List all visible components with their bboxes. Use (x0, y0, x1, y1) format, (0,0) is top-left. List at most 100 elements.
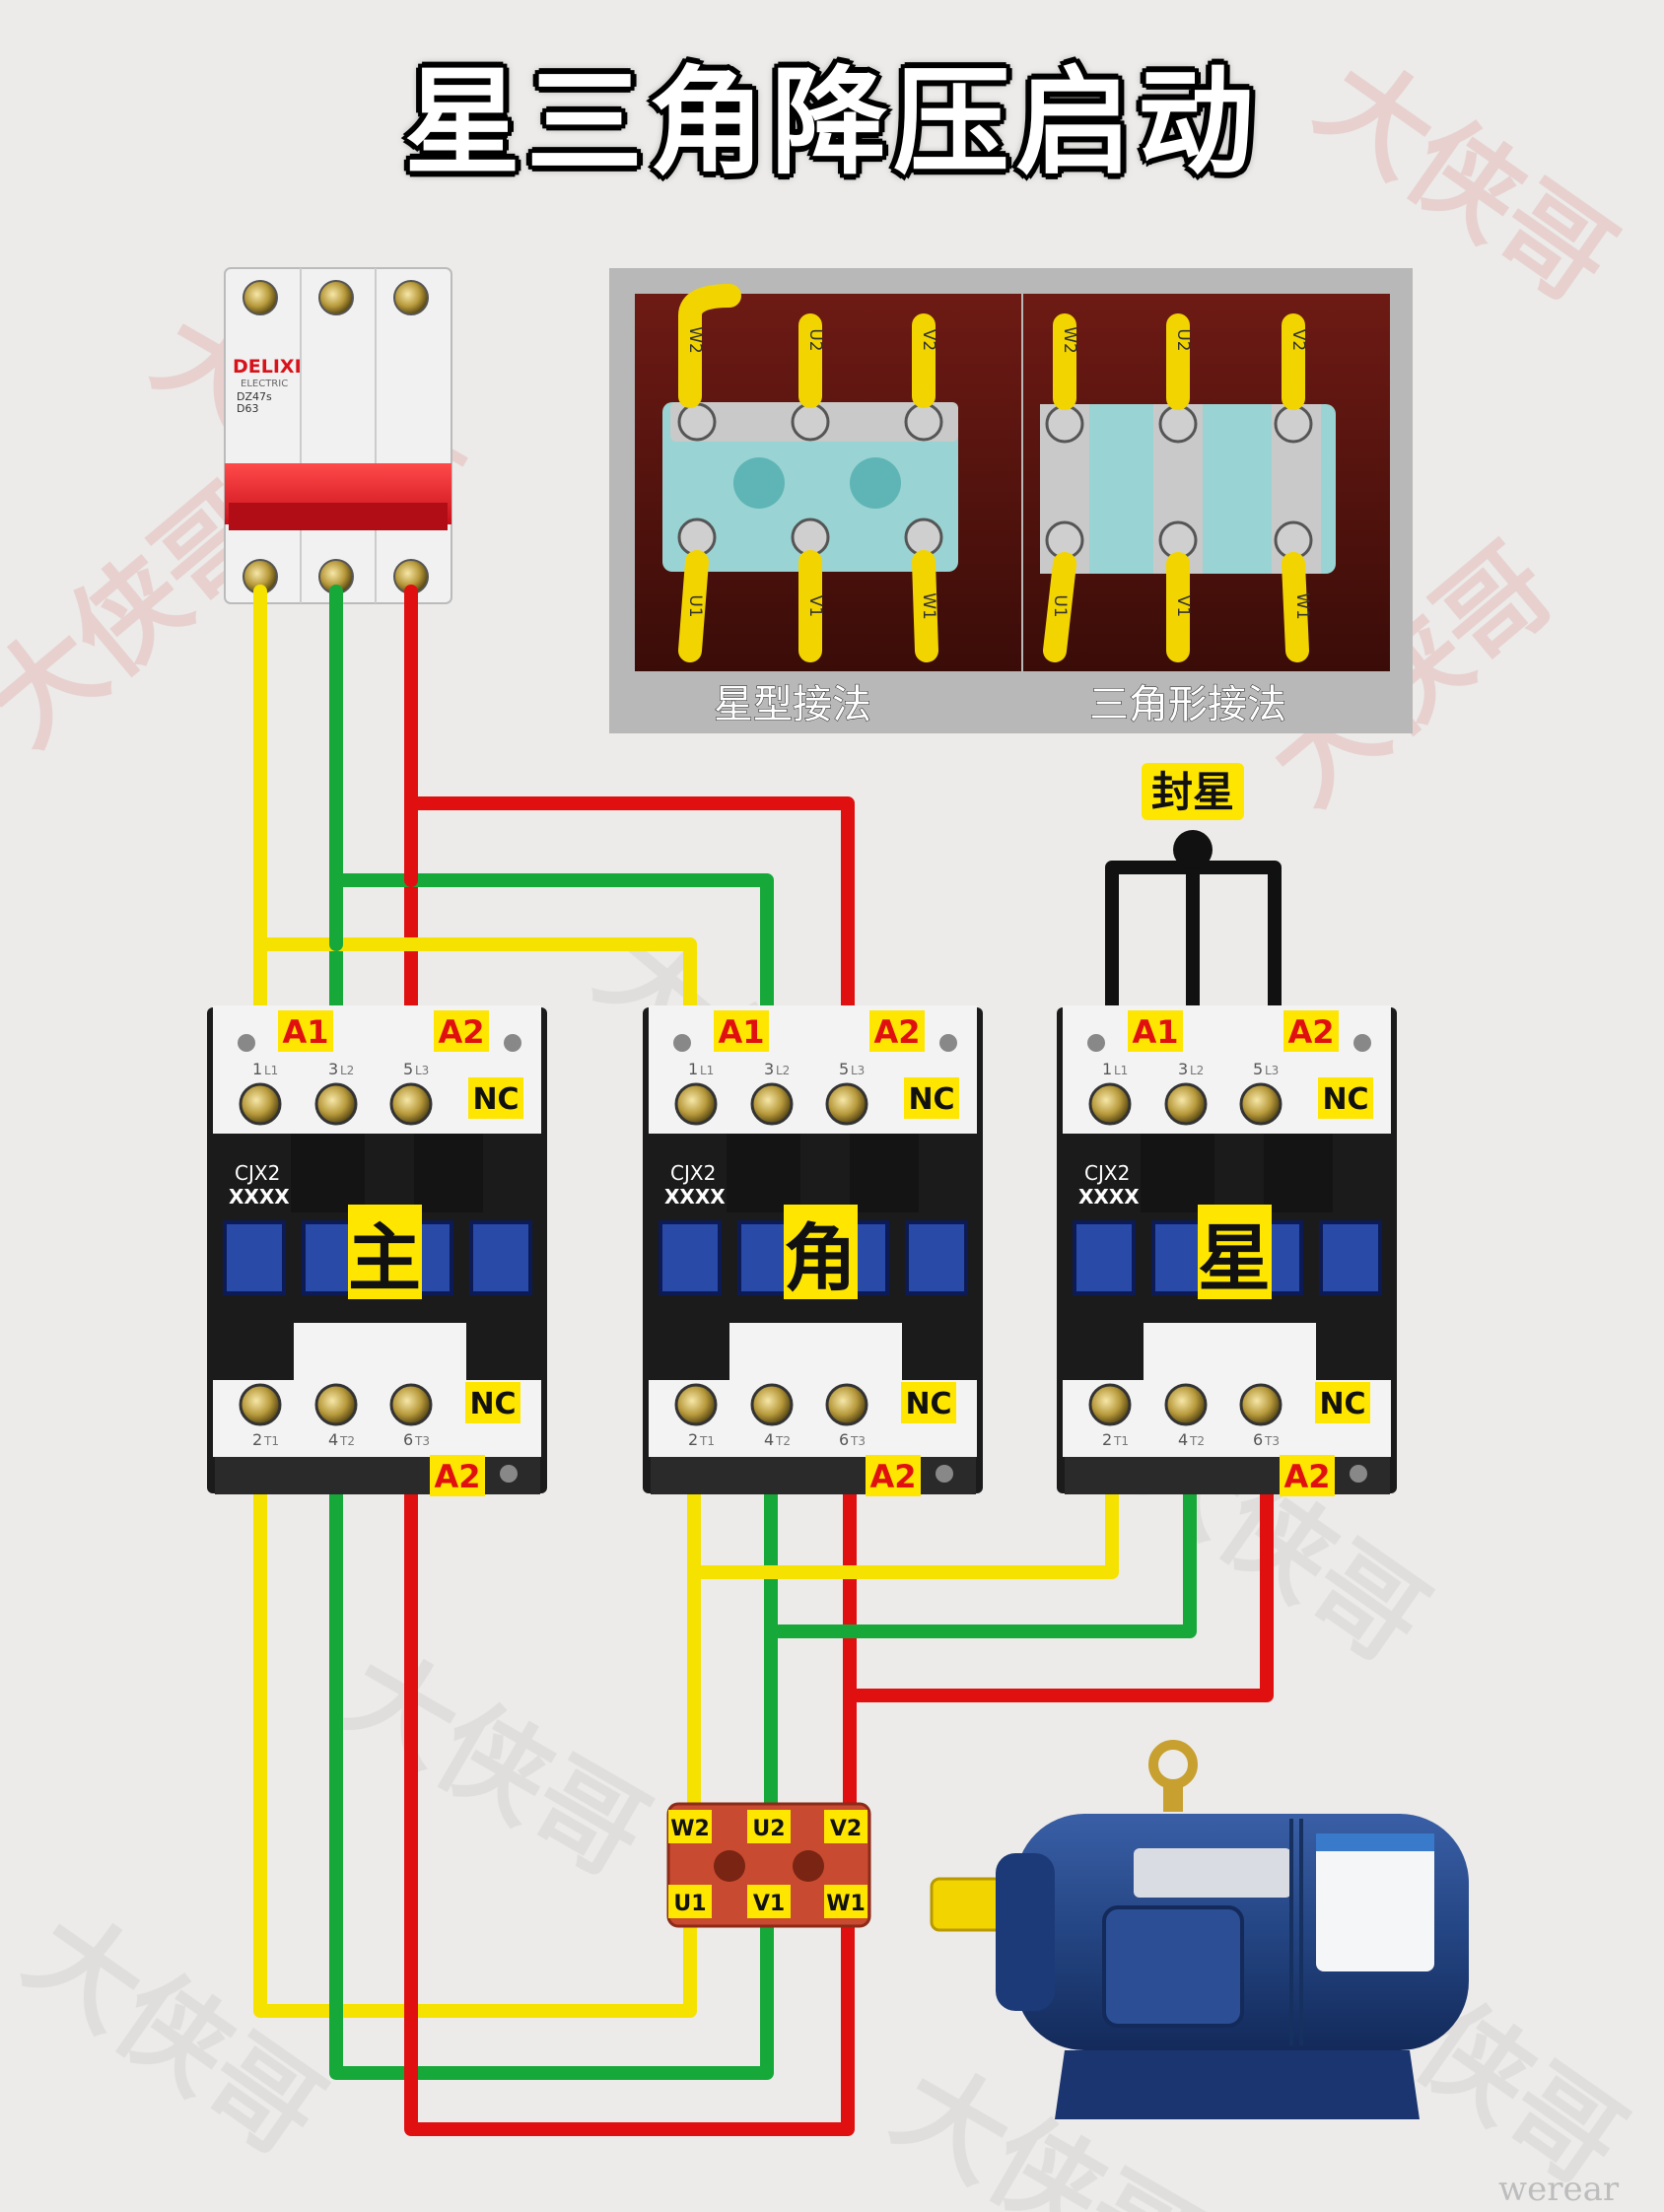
terminal-number: 4 (764, 1430, 774, 1449)
wire-main-t2 (329, 1398, 774, 2080)
terminal-number: 5 (839, 1060, 849, 1078)
nc-bottom-label: NC (905, 1387, 951, 1421)
terminal-screw[interactable] (389, 1082, 433, 1126)
photo-tag-star: V1 (805, 595, 825, 617)
delta-caption: 三角形接法 (1089, 682, 1286, 727)
terminal-screw[interactable] (314, 1383, 358, 1426)
terminal-phase: T3 (850, 1434, 866, 1448)
terminal-screw[interactable] (1088, 1082, 1132, 1126)
terminal-screw[interactable] (750, 1082, 794, 1126)
coil-a1-label: A1 (282, 1013, 328, 1051)
coil-screw[interactable] (1353, 1034, 1371, 1052)
coil-a1-label: A1 (1132, 1013, 1178, 1051)
terminal-screw[interactable] (239, 1383, 282, 1426)
photo-tag-delta: U2 (1173, 328, 1193, 351)
photo-tag-delta: W2 (1060, 326, 1079, 354)
terminal-phase: T1 (699, 1434, 715, 1448)
terminal-screw[interactable] (1239, 1082, 1283, 1126)
terminal-number: 2 (252, 1430, 262, 1449)
contactor-code: XXXX (1078, 1185, 1140, 1209)
terminal-block-label: V1 (753, 1892, 785, 1916)
seal-star-dot (1173, 830, 1213, 869)
coil-screw[interactable] (238, 1034, 255, 1052)
terminal-screw[interactable] (674, 1082, 718, 1126)
coil-screw[interactable] (673, 1034, 691, 1052)
coil-screw[interactable] (500, 1465, 518, 1483)
terminal-screw[interactable] (1239, 1383, 1283, 1426)
breaker-brand: DELIXI (233, 356, 302, 378)
photo-tag-delta: W1 (1292, 592, 1312, 620)
terminal-number: 4 (328, 1430, 338, 1449)
terminal-phase: L2 (776, 1064, 790, 1077)
terminal-block-label: W2 (670, 1817, 710, 1841)
terminal-number: 3 (328, 1060, 338, 1078)
terminal-number: 6 (403, 1430, 413, 1449)
photo-star-block (662, 284, 958, 662)
coil-a2-top-label: A2 (1287, 1013, 1334, 1051)
terminal-screw[interactable] (389, 1383, 433, 1426)
nc-top-label: NC (1322, 1082, 1368, 1117)
photo-tag-delta: U1 (1050, 594, 1070, 617)
nc-top-label: NC (472, 1082, 519, 1117)
breaker-sub: ELECTRIC (241, 379, 288, 389)
wire-star-t3 (851, 1398, 1274, 1702)
coil-screw[interactable] (504, 1034, 521, 1052)
terminal-phase: L2 (340, 1064, 354, 1077)
contactor-code: XXXX (664, 1185, 726, 1209)
terminal-number: 5 (1253, 1060, 1263, 1078)
coil-a2-bottom-label: A2 (434, 1458, 480, 1495)
terminal-screw[interactable] (825, 1383, 868, 1426)
terminal-number: 3 (1178, 1060, 1188, 1078)
coil-screw[interactable] (939, 1034, 957, 1052)
page-title: 星三角降压启动 (403, 54, 1260, 190)
terminal-phase: T2 (339, 1434, 355, 1448)
terminal-phase: T3 (414, 1434, 430, 1448)
photo-tag-delta: V2 (1288, 329, 1308, 351)
contactor-name: 星 (1198, 1216, 1271, 1301)
coil-a2-top-label: A2 (873, 1013, 920, 1051)
breaker-model: DZ47s (237, 390, 272, 403)
coil-screw[interactable] (1350, 1465, 1367, 1483)
contactor-model: CJX2 (1084, 1161, 1130, 1185)
terminal-phase: L3 (1265, 1064, 1279, 1077)
terminal-phase: T1 (263, 1434, 279, 1448)
terminal-phase: L1 (264, 1064, 278, 1077)
terminal-block-label: U1 (673, 1892, 706, 1916)
terminal-screw[interactable] (239, 1082, 282, 1126)
terminal-number: 3 (764, 1060, 774, 1078)
coil-a2-bottom-label: A2 (1283, 1458, 1330, 1495)
terminal-screw[interactable] (1164, 1082, 1208, 1126)
photo-tag-star: U1 (685, 594, 705, 617)
coil-a2-top-label: A2 (438, 1013, 484, 1051)
terminal-number: 1 (688, 1060, 698, 1078)
terminal-screw[interactable] (825, 1082, 868, 1126)
terminal-screw[interactable] (314, 1082, 358, 1126)
terminal-number: 5 (403, 1060, 413, 1078)
coil-screw[interactable] (936, 1465, 953, 1483)
terminal-screw[interactable] (1164, 1383, 1208, 1426)
circuit-breaker: DELIXI ELECTRIC DZ47s D63 (224, 267, 452, 604)
terminal-phase: L2 (1190, 1064, 1204, 1077)
photo-tag-star: W2 (685, 326, 705, 354)
coil-screw[interactable] (1087, 1034, 1105, 1052)
terminal-screw[interactable] (1088, 1383, 1132, 1426)
terminal-block-label: U2 (752, 1817, 785, 1841)
nc-bottom-label: NC (469, 1387, 516, 1421)
photo-tag-star: V2 (919, 329, 938, 351)
wires (253, 585, 1282, 2136)
photo-tag-star: U2 (805, 328, 825, 351)
terminal-phase: T1 (1113, 1434, 1129, 1448)
contactor-code: XXXX (229, 1185, 290, 1209)
seal-star-label: 封星 (1151, 768, 1234, 816)
wire-main-t3 (404, 1398, 855, 2136)
terminal-number: 6 (1253, 1430, 1263, 1449)
terminal-screw[interactable] (750, 1383, 794, 1426)
terminal-phase: L1 (1114, 1064, 1128, 1077)
motor (930, 1740, 1469, 2119)
terminal-screw[interactable] (674, 1383, 718, 1426)
